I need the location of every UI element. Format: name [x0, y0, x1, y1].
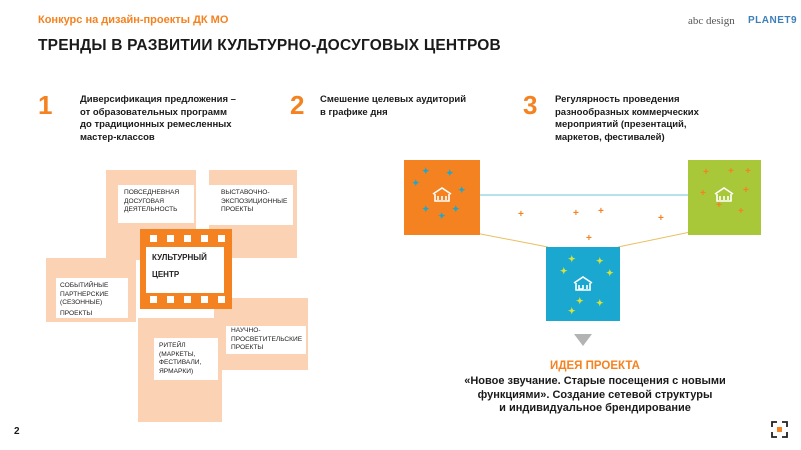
slide-title: ТРЕНДЫ В РАЗВИТИИ КУЛЬТУРНО-ДОСУГОВЫХ ЦЕ…	[38, 37, 501, 54]
svg-text:✦: ✦	[606, 268, 614, 278]
trend-2-number: 2	[290, 90, 305, 120]
svg-text:✦: ✦	[452, 204, 460, 214]
svg-text:+: +	[586, 233, 592, 244]
svg-text:+: +	[658, 213, 664, 224]
svg-text:+: +	[573, 208, 579, 219]
svg-text:+: +	[728, 166, 734, 177]
brand-abc-design: abc design	[688, 15, 735, 27]
network-diagram: ✦✦✦ ✦✦✦✦ +++ ++++ ✦✦✦ ✦✦✦✦ +++ ++	[404, 160, 761, 346]
trend-1-text: Диверсификация предложения –от образоват…	[80, 94, 236, 143]
svg-text:✦: ✦	[438, 211, 446, 221]
house-icon	[573, 276, 593, 291]
trend-1-number: 1	[38, 90, 53, 120]
house-icon	[432, 187, 452, 202]
event-label-bg	[56, 278, 128, 318]
network-node-blue	[546, 247, 620, 321]
svg-text:✦: ✦	[576, 296, 584, 306]
svg-text:✦: ✦	[412, 178, 420, 188]
idea-text: «Новое звучание. Старые посещения с новы…	[464, 375, 726, 414]
page-number: 2	[14, 426, 20, 437]
svg-text:+: +	[518, 209, 524, 220]
svg-text:✦: ✦	[568, 306, 576, 316]
planet9-corner-logo-icon	[771, 421, 788, 438]
svg-text:✦: ✦	[422, 166, 430, 176]
svg-text:+: +	[745, 166, 751, 177]
trend-3-number: 3	[523, 90, 538, 120]
down-arrow-icon	[574, 334, 592, 346]
building-windows-icon	[150, 235, 225, 303]
idea-heading: ИДЕЯ ПРОЕКТА	[550, 360, 640, 372]
svg-text:+: +	[598, 206, 604, 217]
house-icon	[714, 187, 734, 202]
svg-text:+: +	[703, 167, 709, 178]
svg-text:✦: ✦	[446, 168, 454, 178]
svg-text:✦: ✦	[422, 204, 430, 214]
expo-label-bg	[207, 185, 293, 225]
daily-label-bg	[118, 185, 194, 223]
svg-text:+: +	[700, 188, 706, 199]
svg-text:✦: ✦	[596, 298, 604, 308]
svg-text:✦: ✦	[560, 266, 568, 276]
svg-text:+: +	[716, 200, 722, 211]
svg-text:✦: ✦	[458, 185, 466, 195]
svg-text:+: +	[743, 185, 749, 196]
svg-text:+: +	[738, 206, 744, 217]
presentation-subtitle: Конкурс на дизайн-проекты ДК МО	[38, 14, 229, 26]
retail-label-bg	[154, 338, 218, 380]
svg-text:✦: ✦	[568, 254, 576, 264]
brand-planet9: PLANET9	[748, 15, 798, 26]
svg-text:✦: ✦	[596, 256, 604, 266]
educ-label-bg	[226, 326, 306, 354]
retail-label: РИТЕЙЛ(МАРКЕТЫ, ФЕСТИВАЛИ,ЯРМАРКИ)	[159, 342, 202, 375]
